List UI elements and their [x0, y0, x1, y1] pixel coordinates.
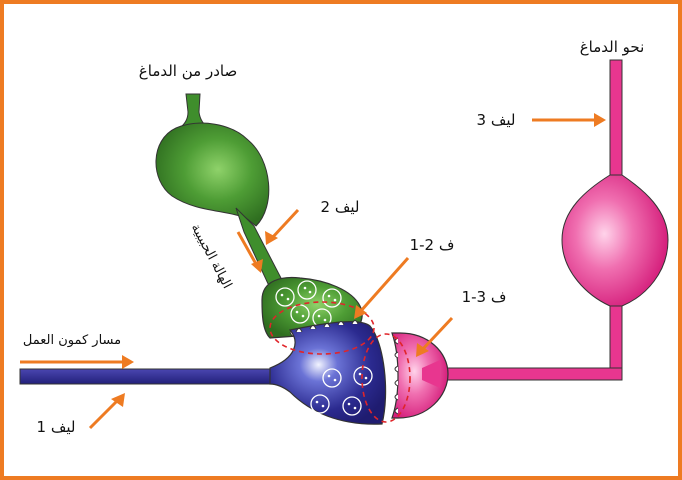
gap-3-1-arrow	[420, 316, 454, 352]
green-cell-body	[155, 122, 270, 227]
label-fiber-1: ليف 1	[37, 418, 76, 436]
label-vertical-note: الهالة الحبيبية	[188, 221, 235, 291]
fiber-1-arrow	[88, 398, 120, 430]
pink-cell-body	[561, 174, 669, 307]
label-to-brain: نحو الدماغ	[580, 38, 645, 56]
label-fiber-3: ليف 3	[477, 111, 516, 129]
pink-neuron	[391, 59, 669, 419]
blue-axon	[19, 368, 281, 385]
label-from-brain: صادر من الدماغ	[139, 62, 237, 80]
gap-2-1-arrow	[358, 257, 410, 313]
label-gap-2-1: ف 2-1	[410, 236, 455, 254]
synapse-2-1-outline	[269, 301, 375, 355]
synapse-3-1-outline	[361, 333, 411, 423]
green-vesicle-dots	[280, 286, 337, 322]
arrows	[20, 113, 606, 430]
green-neuron	[155, 93, 363, 339]
label-gap-3-1: ف 3-1	[462, 288, 507, 306]
blue-receptors	[295, 320, 359, 333]
pink-terminal-neck	[422, 360, 440, 388]
pink-axon-horizontal	[419, 367, 623, 381]
fiber-2-arrow	[270, 208, 300, 240]
label-action-potential-path: مسار كمون العمل	[23, 333, 121, 348]
blue-vesicle-dots	[315, 372, 368, 410]
label-fiber-2: ليف 2	[321, 198, 360, 216]
fiber-2-axon-arrow	[236, 231, 258, 265]
pink-receptors	[394, 337, 399, 415]
